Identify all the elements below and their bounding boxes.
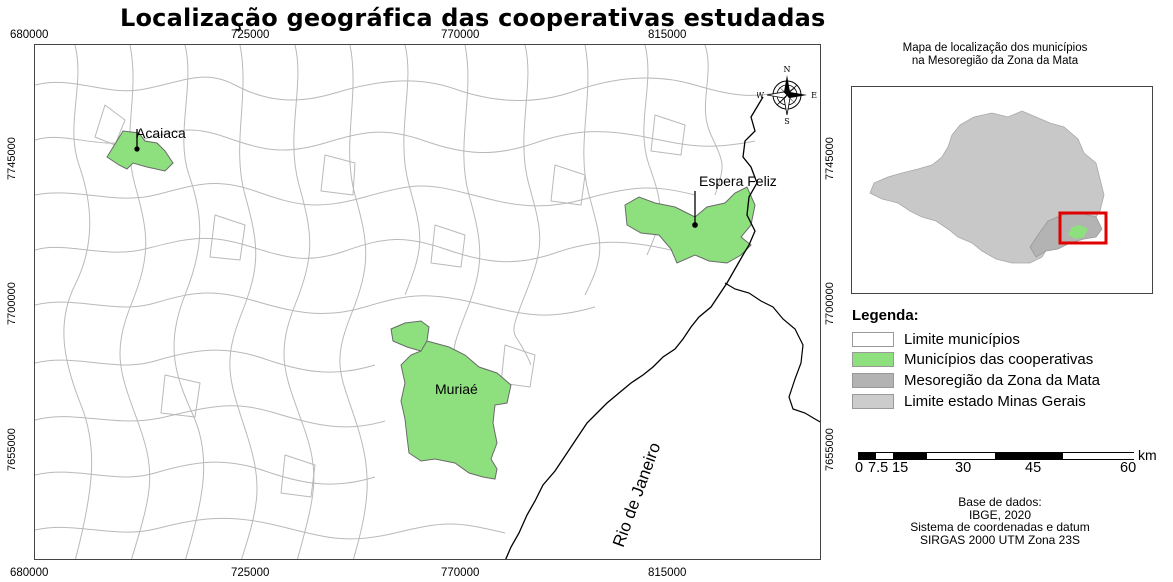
scale-segment: [893, 453, 927, 459]
scale-segment: [995, 453, 1063, 459]
inset-map[interactable]: [851, 86, 1153, 294]
legend-swatch: [852, 331, 894, 347]
legend-item: Limite estado Minas Gerais: [852, 392, 1086, 410]
scale-label: 60: [1120, 460, 1137, 476]
location-markers: [134, 129, 698, 228]
legend-swatch: [852, 393, 894, 409]
acaiaca-polygon: [106, 130, 174, 172]
legend-item: Limite municípios: [852, 330, 1020, 348]
muriae-label: Muriaé: [435, 381, 478, 397]
compass-n: N: [784, 65, 791, 74]
x-tick-label: 815000: [648, 29, 687, 41]
legend-label: Municípios das cooperativas: [904, 350, 1094, 368]
inset-caption-line: Mapa de localização dos municípios: [902, 42, 1088, 54]
inset-caption-line: na Mesoregião da Zona da Mata: [911, 55, 1079, 67]
x-tick-label: 770000: [441, 29, 480, 41]
espera-feliz-label: Espera Feliz: [699, 173, 777, 189]
source-line: SIRGAS 2000 UTM Zona 23S: [919, 532, 1081, 547]
scale-segment: [876, 453, 893, 459]
muriae-polygon: [390, 320, 512, 480]
x-tick-label: 680000: [10, 29, 49, 41]
scale-label: 7.5: [868, 460, 889, 476]
compass-w: W: [757, 91, 765, 100]
scale-segment: [1063, 453, 1135, 459]
y-tick-label: 7655000: [6, 428, 18, 471]
x-tick-label: 815000: [648, 567, 687, 579]
scale-segment: [859, 453, 876, 459]
x-tick-label: 680000: [10, 567, 49, 579]
legend-swatch: [852, 372, 894, 388]
cooperatives-inset: [1068, 225, 1088, 239]
scale-label: 0: [855, 460, 864, 476]
legend-swatch: [852, 351, 894, 367]
scale-label: 30: [955, 460, 972, 476]
scale-bar: [858, 452, 1135, 460]
minas-gerais-shape: [869, 110, 1108, 264]
legend-item: Mesoregião da Zona da Mata: [852, 371, 1100, 389]
y-tick-label: 7700000: [824, 282, 836, 325]
y-tick-label: 7745000: [6, 137, 18, 180]
legend-item: Municípios das cooperativas: [852, 350, 1093, 368]
study-area-frame: [1058, 211, 1108, 245]
compass-rose-icon: N S W E: [757, 63, 817, 125]
scale-segment: [927, 453, 995, 459]
x-tick-label: 770000: [441, 567, 480, 579]
legend-label: Limite estado Minas Gerais: [904, 392, 1086, 410]
legend-label: Limite municípios: [904, 330, 1020, 348]
municipal-boundaries: [35, 45, 820, 559]
coast-line: [724, 282, 820, 423]
x-tick-label: 725000: [231, 29, 270, 41]
source-line: Base de dados:: [958, 495, 1042, 509]
legend-title: Legenda:: [852, 307, 919, 324]
espera-feliz-polygon: [624, 186, 756, 264]
y-tick-label: 7655000: [824, 428, 836, 471]
y-tick-label: 7745000: [824, 137, 836, 180]
y-tick-label: 7700000: [6, 282, 18, 325]
scale-unit: km: [1138, 447, 1157, 463]
data-source: Base de dados: IBGE, 2020 Sistema de coo…: [850, 496, 1150, 546]
source-line: IBGE, 2020: [968, 507, 1032, 522]
scale-label: 45: [1025, 460, 1042, 476]
legend-label: Mesoregião da Zona da Mata: [904, 371, 1100, 389]
cooperative-municipalities: [106, 130, 756, 480]
inset-caption: Mapa de localização dos municípios na Me…: [840, 42, 1150, 68]
scale-label: 15: [892, 460, 909, 476]
x-tick-label: 725000: [231, 567, 270, 579]
compass-s: S: [784, 117, 789, 125]
compass-e: E: [811, 91, 817, 100]
state-border: [505, 96, 764, 559]
main-map[interactable]: Acaiaca Espera Feliz Muriaé Rio de Janei…: [34, 44, 821, 560]
acaiaca-label: Acaiaca: [136, 125, 186, 141]
source-line: Sistema de coordenadas e datum: [910, 520, 1090, 534]
map-title: Localização geográfica das cooperativas …: [120, 4, 826, 32]
